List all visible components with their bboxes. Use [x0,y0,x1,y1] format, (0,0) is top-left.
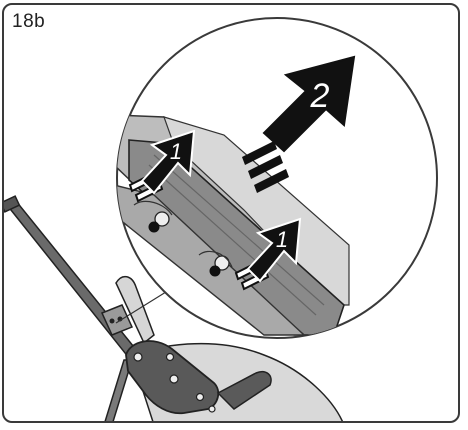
arrow-left-number: 1 [170,139,182,164]
arrow-big-number: 2 [310,77,330,115]
stroller-illustration: 1 1 2 [4,5,460,423]
instruction-panel: 18b [2,3,460,423]
arrow-right-number: 1 [276,227,288,252]
